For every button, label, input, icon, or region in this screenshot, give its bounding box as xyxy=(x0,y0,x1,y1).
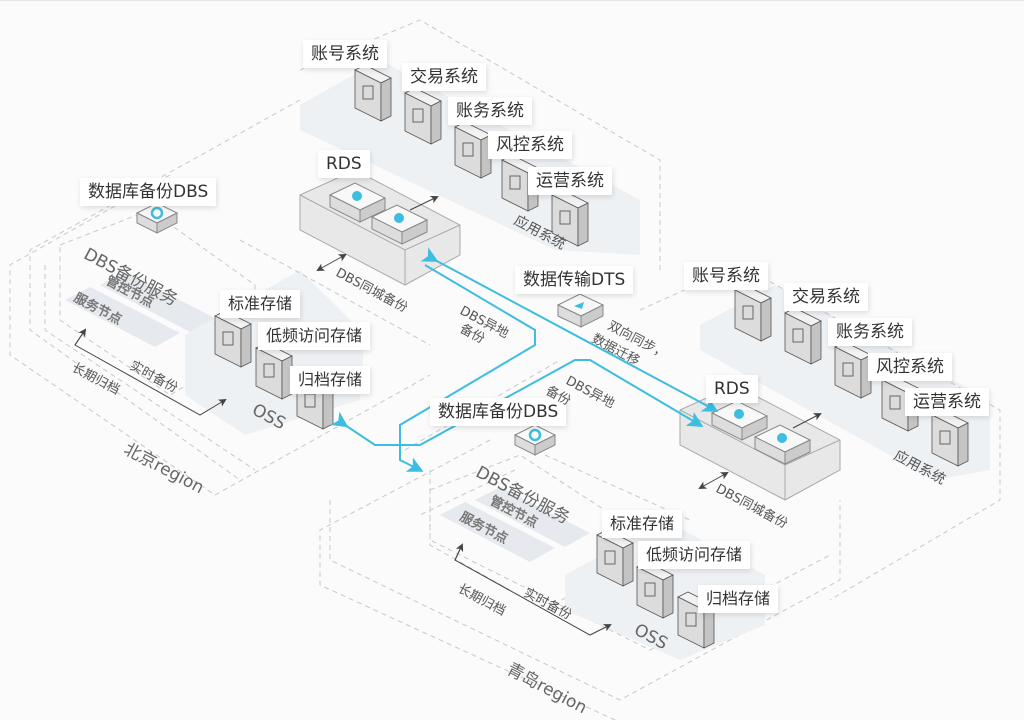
rds-top-backup-arrow xyxy=(316,254,347,271)
dts-box xyxy=(556,293,605,328)
user-icon xyxy=(742,305,754,320)
app-top-account-label: 账号系统 xyxy=(303,40,387,68)
rds-top-db2 xyxy=(370,204,429,245)
app-bottom-risk-label: 风控系统 xyxy=(868,353,952,381)
qingdao-infrequent-storage-server xyxy=(636,561,674,619)
app-bottom-trade-server xyxy=(784,307,822,365)
file-icon xyxy=(644,582,656,597)
cloud-icon xyxy=(777,433,787,443)
file-icon xyxy=(222,331,234,346)
rds-top-label: RDS xyxy=(318,150,370,178)
app-top-risk-label: 风控系统 xyxy=(488,131,572,159)
app-bottom-trade-label: 交易系统 xyxy=(784,283,868,311)
qingdao-dbs-zone xyxy=(429,454,621,611)
shield-icon xyxy=(509,175,521,190)
beijing-standard-storage-label: 标准存储 xyxy=(220,290,301,318)
gear-icon xyxy=(939,430,951,445)
rds-bottom-db1 xyxy=(710,400,769,441)
beijing-dbs-zone xyxy=(59,209,256,396)
shield-icon xyxy=(889,395,901,410)
rds-bottom-container xyxy=(679,384,841,501)
qingdao-standard-storage-label: 标准存储 xyxy=(602,510,683,538)
presentation-icon xyxy=(842,362,854,377)
dbs-remote-line-1 xyxy=(399,264,536,472)
file-icon xyxy=(685,612,697,627)
rds-bottom-backup-arrow xyxy=(698,472,729,489)
app-top-trade-label: 交易系统 xyxy=(402,63,486,91)
app-bottom-account-label: 账号系统 xyxy=(684,262,768,290)
document-icon xyxy=(792,328,804,343)
presentation-icon xyxy=(462,142,474,157)
qingdao-archive-storage-label: 归档存储 xyxy=(698,585,779,613)
qingdao-node-bar-2 xyxy=(440,502,555,562)
app-top-ops-server xyxy=(551,189,589,247)
file-icon xyxy=(304,393,316,408)
rds-top-db1 xyxy=(328,182,387,223)
qingdao-dbs-label: 数据库备份DBS xyxy=(430,398,567,426)
cloud-icon xyxy=(352,191,362,201)
dts-label: 数据传输DTS xyxy=(515,266,634,294)
file-icon xyxy=(263,363,275,378)
rds-top-container xyxy=(299,169,461,286)
beijing-infrequent-storage-label: 低频访问存储 xyxy=(258,322,371,350)
beijing-node-bar-1 xyxy=(100,272,215,332)
beijing-standard-storage-server xyxy=(214,310,252,368)
beijing-region-border xyxy=(9,99,431,496)
backup-icon xyxy=(528,428,542,442)
top-border xyxy=(0,0,1024,1)
qingdao-archive-storage-server xyxy=(677,591,715,649)
rds-bottom-label: RDS xyxy=(706,375,758,403)
app-top-finance-server xyxy=(454,121,492,179)
beijing-node-bar-2 xyxy=(65,287,180,347)
user-icon xyxy=(362,85,374,100)
app-bottom-finance-label: 账务系统 xyxy=(828,318,912,346)
app-top-ops-label: 运营系统 xyxy=(528,167,612,195)
beijing-archive-storage-label: 归档存储 xyxy=(290,366,371,394)
backup-icon xyxy=(150,206,164,220)
beijing-dbs-label: 数据库备份DBS xyxy=(80,178,217,206)
dts-sync-line xyxy=(420,247,719,412)
app-top-trade-server xyxy=(404,87,442,145)
document-icon xyxy=(412,108,424,123)
app-bottom-ops-label: 运营系统 xyxy=(905,388,989,416)
dbs-box-beijing xyxy=(135,202,179,234)
app-top-account-server xyxy=(354,64,392,122)
app-top-finance-label: 账务系统 xyxy=(448,97,532,125)
rds-bottom-db2 xyxy=(753,424,812,465)
dbs-box-qingdao xyxy=(513,424,557,456)
gear-icon xyxy=(559,210,571,225)
qingdao-infrequent-storage-label: 低频访问存储 xyxy=(638,541,751,569)
file-icon xyxy=(604,550,616,565)
qingdao-node-bar-1 xyxy=(475,487,590,547)
cloud-icon xyxy=(394,213,404,223)
cloud-icon xyxy=(734,409,744,419)
